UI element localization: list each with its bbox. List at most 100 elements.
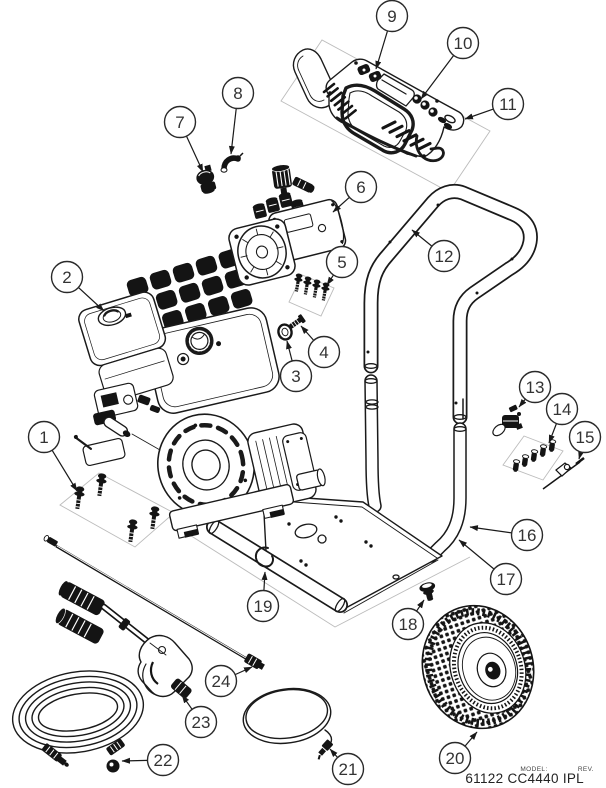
callout-leader-5	[326, 274, 335, 286]
callout-leader-9	[375, 30, 389, 70]
frame-base	[206, 494, 443, 614]
callout-7: 7	[163, 105, 204, 173]
callout-number-21: 21	[339, 760, 358, 779]
callout-number-4: 4	[319, 343, 328, 362]
callout-number-9: 9	[387, 7, 396, 26]
wheel	[421, 604, 535, 730]
callout-balloon-5	[325, 245, 359, 279]
bolt-set-1	[74, 473, 160, 543]
callout-leader-20	[464, 731, 478, 747]
callout-leader-22	[121, 757, 148, 764]
callout-3: 3	[279, 340, 313, 393]
callout-number-6: 6	[356, 178, 365, 197]
callout-number-18: 18	[399, 615, 418, 634]
callout-number-20: 20	[446, 749, 465, 768]
callout-leader-17	[458, 539, 495, 570]
spray-gun	[54, 581, 193, 699]
callout-5: 5	[325, 245, 359, 286]
callout-balloon-9	[375, 0, 409, 33]
callout-balloon-23	[184, 705, 218, 739]
callout-number-1: 1	[39, 428, 48, 447]
callout-leader-16	[469, 525, 512, 534]
siphon-tube	[242, 687, 334, 760]
callout-number-15: 15	[576, 428, 595, 447]
bolt-set-5	[294, 273, 330, 301]
callout-balloon-3	[279, 359, 313, 393]
callout-22: 22	[121, 743, 180, 777]
pressure-hose	[11, 670, 145, 773]
callout-8: 8	[221, 76, 255, 155]
callout-number-17: 17	[497, 570, 516, 589]
callout-13: 13	[518, 370, 552, 408]
callout-leader-1	[51, 449, 78, 492]
panel-screws	[328, 61, 439, 158]
callout-balloon-24	[204, 664, 238, 698]
callout-number-3: 3	[291, 367, 300, 386]
recoil-pull-handle	[103, 416, 131, 438]
panel-buttons	[412, 94, 453, 130]
frame-leg-left	[364, 374, 382, 513]
callout-number-24: 24	[212, 672, 231, 691]
callout-balloon-21	[331, 752, 365, 786]
rev-label: REV.	[578, 766, 594, 773]
fuel-tank	[144, 307, 280, 414]
callout-number-19: 19	[254, 597, 273, 616]
callout-leader-2	[78, 287, 105, 312]
nozzle-set-14	[512, 439, 557, 472]
pto-shaft	[296, 468, 326, 491]
frame-leg-right	[424, 422, 467, 563]
callout-17: 17	[458, 539, 523, 596]
callout-leader-11	[464, 108, 494, 120]
callout-15: 15	[568, 420, 602, 460]
hose-hook	[254, 546, 274, 568]
hose-end-fitting-right	[106, 738, 125, 756]
callout-12: 12	[411, 229, 461, 273]
callout-14: 14	[545, 392, 579, 444]
callout-number-13: 13	[526, 378, 545, 397]
callout-11: 11	[464, 87, 525, 121]
callout-number-8: 8	[233, 84, 242, 103]
screw-4	[289, 314, 306, 329]
callout-balloon-17	[489, 562, 523, 596]
unloader-knob	[271, 164, 292, 196]
callout-leader-24	[234, 666, 253, 676]
pump-flange	[228, 218, 296, 286]
callout-number-5: 5	[337, 253, 346, 272]
callout-leader-10	[420, 55, 455, 100]
title-block: MODEL: 61122 CC4440 IPL REV.	[465, 766, 594, 786]
callout-leader-19	[261, 571, 268, 591]
panel-vents	[322, 82, 357, 120]
callout-number-12: 12	[435, 247, 454, 266]
callout-balloon-1	[27, 420, 61, 454]
callout-23: 23	[181, 694, 218, 739]
cleaning-needle-15	[542, 457, 585, 490]
lance-coupler	[244, 653, 265, 670]
frame-handle	[363, 183, 538, 425]
callout-balloon-22	[146, 743, 180, 777]
callout-balloon-6	[344, 170, 378, 204]
callout-balloon-20	[438, 741, 472, 775]
callout-balloon-14	[545, 392, 579, 426]
callout-number-16: 16	[518, 526, 537, 545]
callout-leader-14	[548, 423, 558, 444]
callout-leader-7	[185, 135, 204, 173]
callout-6: 6	[332, 170, 378, 213]
callout-4: 4	[300, 325, 341, 369]
callout-number-23: 23	[192, 713, 211, 732]
callout-balloon-12	[427, 239, 461, 273]
gun-holster-hook	[414, 134, 445, 163]
callout-leader-12	[411, 229, 433, 247]
callout-balloon-4	[307, 335, 341, 369]
callout-leader-6	[332, 196, 350, 213]
callout-leader-21	[329, 748, 339, 758]
callout-balloon-18	[391, 607, 425, 641]
callout-21: 21	[329, 748, 365, 786]
callout-balloon-2	[50, 260, 84, 294]
callout-balloon-7	[163, 105, 197, 139]
callout-balloon-16	[510, 518, 544, 552]
callout-leader-15	[578, 450, 584, 460]
callout-16: 16	[469, 518, 544, 552]
callout-number-2: 2	[62, 268, 71, 287]
